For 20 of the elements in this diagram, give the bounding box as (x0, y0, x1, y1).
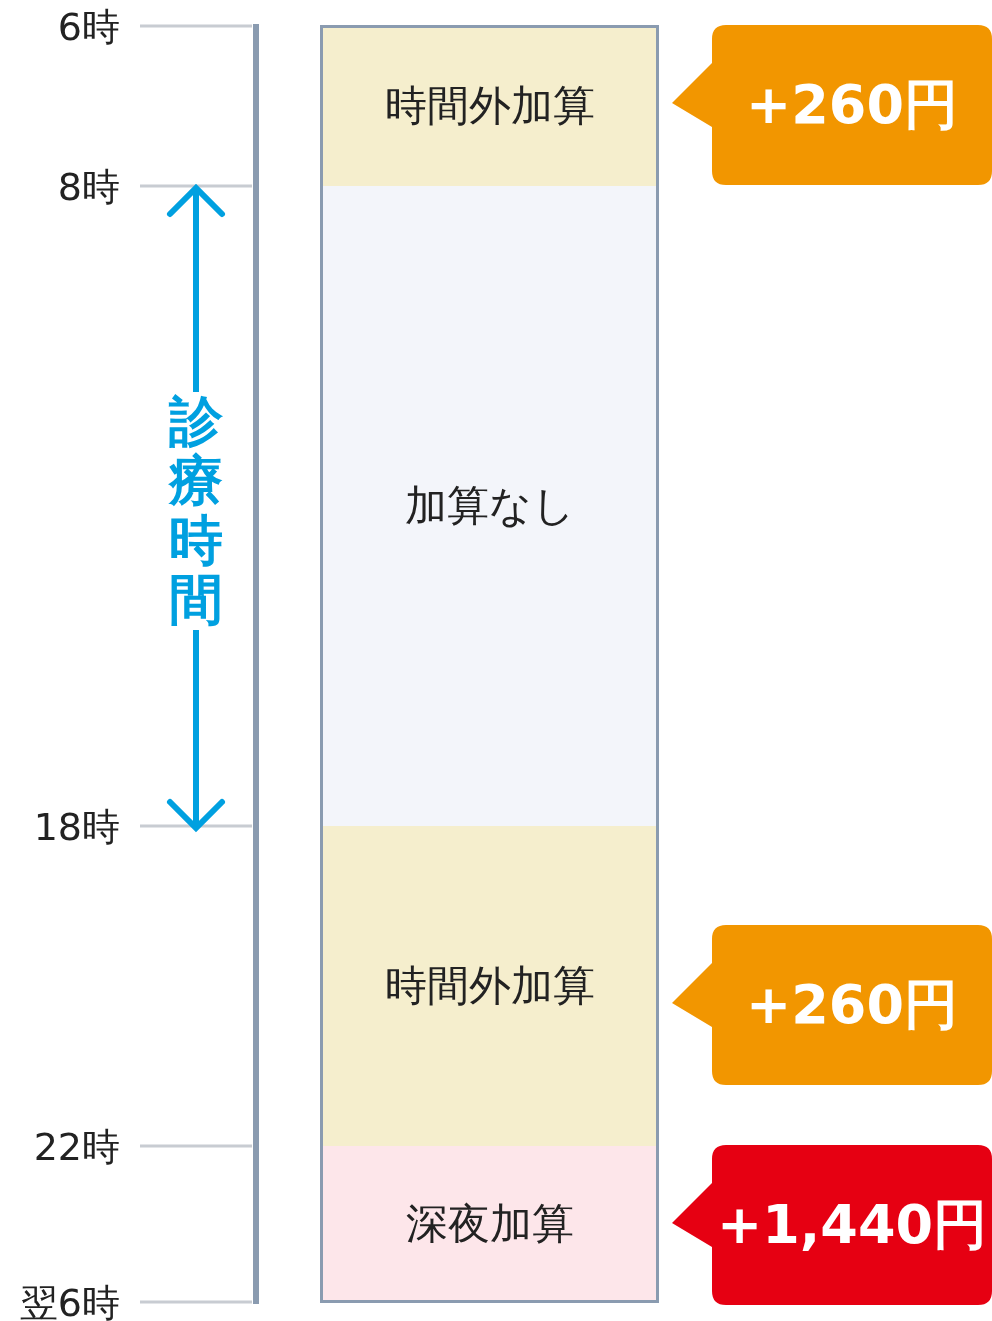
time-band (321, 186, 658, 826)
time-label: 22時 (32, 1124, 120, 1171)
time-band (321, 26, 658, 186)
price-callout (672, 25, 992, 185)
time-label: 翌6時 (18, 1280, 120, 1321)
time-band (321, 826, 658, 1146)
price-callout (672, 1145, 992, 1305)
price-callout (672, 925, 992, 1085)
band-label: 時間外加算 (384, 80, 595, 132)
price-text: +260円 (746, 71, 958, 138)
band-label: 時間外加算 (384, 960, 595, 1012)
price-text: +260円 (746, 971, 958, 1038)
time-label: 8時 (56, 164, 120, 211)
price-text: +1,440円 (716, 1191, 988, 1258)
dimension-label: 診療時間 (169, 392, 223, 630)
time-label: 18時 (32, 804, 120, 851)
band-label: 深夜加算 (405, 1198, 574, 1250)
time-label: 6時 (56, 4, 120, 51)
band-label: 加算なし (404, 480, 575, 532)
time-band (321, 1146, 658, 1302)
